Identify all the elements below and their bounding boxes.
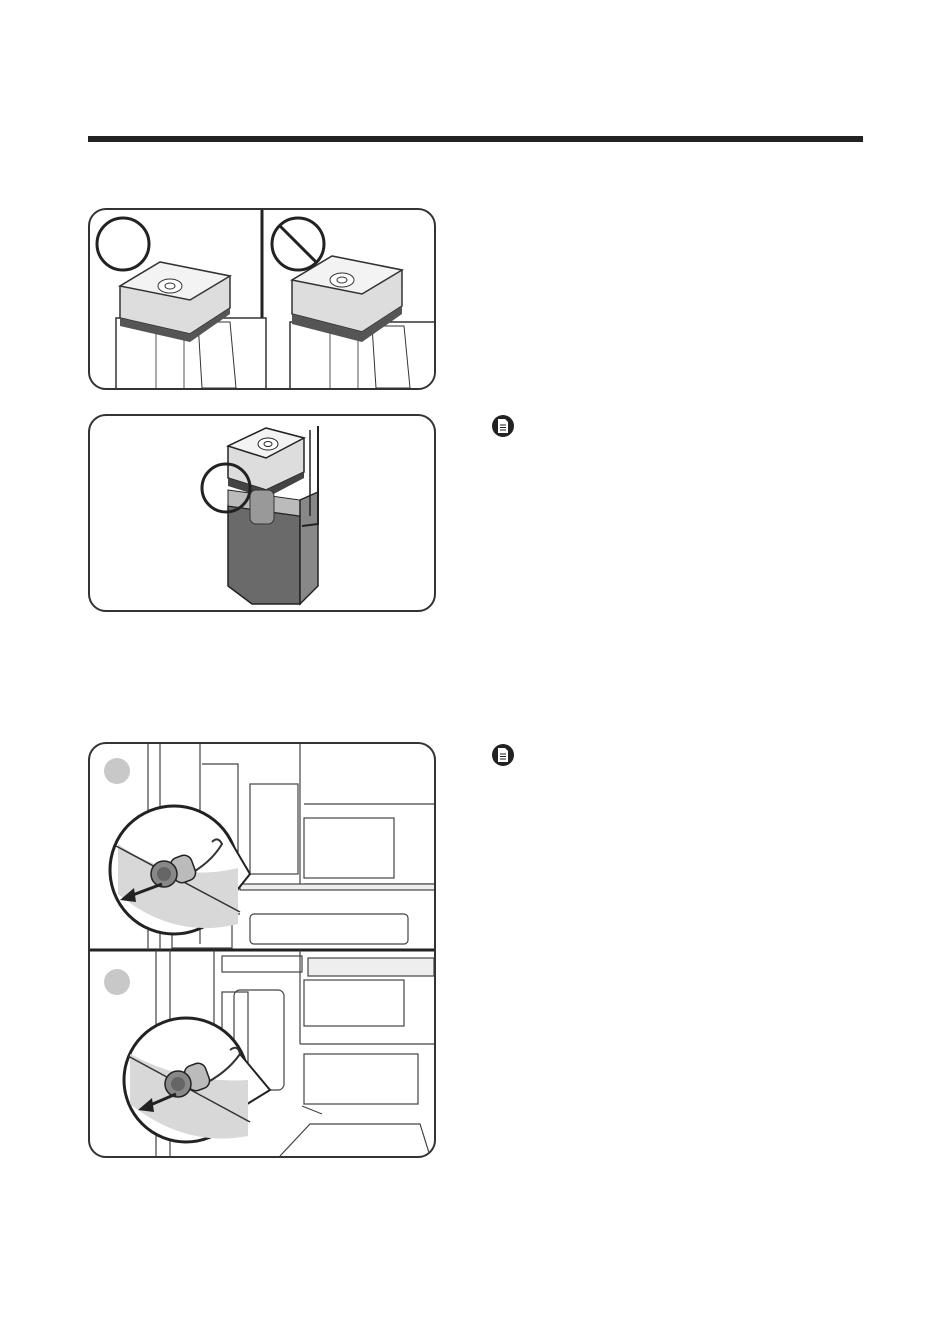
note-icon [492, 415, 514, 437]
figure-lid-fit [88, 208, 436, 390]
pitcher-illustration [228, 426, 318, 604]
step-marker-icon [104, 969, 130, 995]
pitcher-lid-incorrect [290, 256, 434, 388]
correct-circle-icon [97, 218, 149, 270]
cap-magnifier-upper [110, 806, 250, 934]
note-icon [492, 744, 514, 766]
step-marker-icon [104, 758, 130, 784]
header-rule [88, 136, 863, 142]
prohibited-icon [272, 218, 324, 270]
figure-cap-removal [88, 742, 436, 1158]
pitcher-lid-correct [116, 262, 266, 388]
figure-pitcher-check [88, 414, 436, 612]
